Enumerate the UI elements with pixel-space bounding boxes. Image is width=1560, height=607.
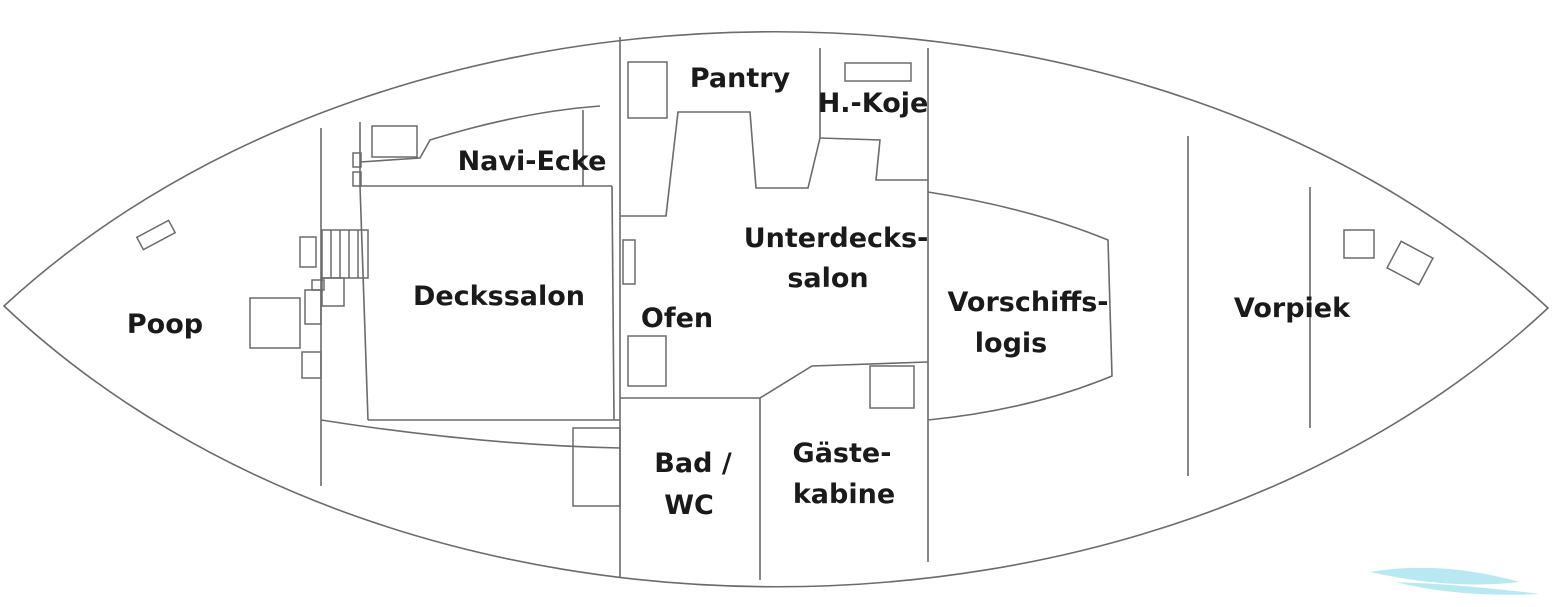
room-labels: Poop Navi-Ecke Deckssalon Pantry H.-Koje… xyxy=(127,63,1351,521)
label-deckssalon: Deckssalon xyxy=(413,281,585,312)
label-pantry: Pantry xyxy=(690,63,791,94)
label-unterdeckssalon-line1: Unterdecks- xyxy=(744,223,929,254)
aft-lower-walls xyxy=(320,419,621,507)
watermark-logo xyxy=(1370,567,1540,595)
companionway-stairs xyxy=(321,229,369,279)
vorschiffslogis-walls xyxy=(927,191,1113,421)
label-bad-line2: WC xyxy=(664,490,714,521)
label-vorpiek: Vorpiek xyxy=(1234,293,1351,324)
label-h-koje: H.-Koje xyxy=(818,88,929,119)
label-ofen: Ofen xyxy=(641,303,713,334)
label-navi-ecke: Navi-Ecke xyxy=(458,146,607,177)
label-gaestekabine-line1: Gäste- xyxy=(793,438,892,469)
label-unterdeckssalon-line2: salon xyxy=(787,263,868,294)
fixtures xyxy=(135,61,1434,409)
label-vorschiffslogis-line1: Vorschiffs- xyxy=(948,287,1109,318)
hull-outline xyxy=(2,31,1550,588)
label-bad-line1: Bad / xyxy=(654,448,732,479)
label-gaestekabine-line2: kabine xyxy=(793,479,895,510)
bulkheads xyxy=(320,37,1311,578)
label-vorschiffslogis-line2: logis xyxy=(975,328,1047,359)
midship-walls xyxy=(620,48,929,580)
label-poop: Poop xyxy=(127,309,203,340)
